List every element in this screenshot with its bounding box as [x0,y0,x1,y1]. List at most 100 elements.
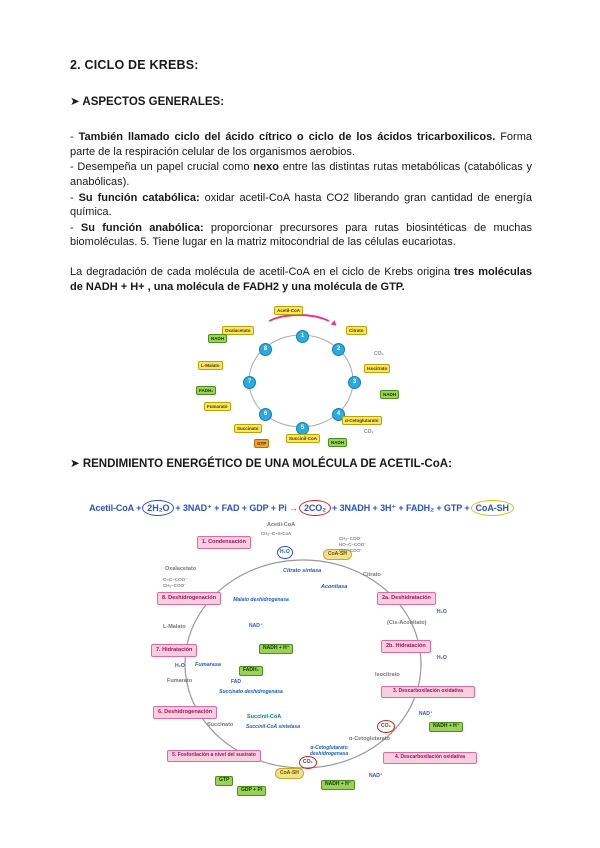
text-run: oxidar acetil-CoA hasta CO2 liberando gr… [70,191,532,219]
succinato-deshidrogenasa: Succinato deshidrogenasa [219,689,283,696]
step-5-fosforilacion: 5. Fosforilación a nivel del sustrato [167,750,261,762]
text-run: También llamado ciclo del ácido cítrico … [78,131,496,143]
mini-nadh-1: NADH [208,334,227,344]
section-heading-aspectos-generales: ➤ ASPECTOS GENERALES: [70,96,225,108]
isocitrato-label: Isocitrato [375,672,400,679]
text-run: - [70,221,81,234]
text-run: Su función catabólica: [78,191,200,204]
text-run: La degradación de cada molécula de aceti… [70,266,455,278]
text-run: - [70,191,79,204]
mini-co2-1: CO₂ [374,351,384,358]
step-6-deshidrogenacion: 6. Deshidrogenación [153,706,218,719]
step-2a-deshidratacion: 2a. Deshidratación [377,592,436,605]
text-run: Su función anabólica: [80,221,204,234]
paragraph: - También llamado ciclo del ácido cítric… [70,130,532,159]
step-7-hidratacion: 7. Hidratación [151,644,198,657]
mini-acetil-coa: Acetil-CoA [274,306,304,316]
acetyl-entry-arrow-icon [262,314,336,344]
paragraph: - Su función anabólica: proporcionar pre… [70,221,532,250]
gdp-pi-step5: GDP + Pi [237,786,267,796]
mini-step-dot-5: 5 [296,422,309,436]
mini-step-dot-6: 6 [259,408,272,422]
nadh-step8: NADH + H⁺ [259,644,294,654]
paragraph: - Su función catabólica: oxidar acetil-C… [70,191,532,220]
mini-gtp: GTP [254,439,270,449]
gtp-step5: GTP [215,776,234,786]
oxalacetato-label: Oxalacetato [165,566,197,573]
step-4-descarboxilacion: 4. Descarboxilación oxidativa [383,752,477,764]
coa-sh-step4: CoA-SH [275,768,304,779]
mini-l-malato: L-Malato [198,361,223,371]
mini-step-dot-2: 2 [332,343,345,357]
mini-isocitrato: Isocitrato [364,364,391,374]
mini-co2-2: CO₂ [364,429,374,436]
mini-step-dot-7: 7 [243,376,256,390]
page-content: 2. CICLO DE KREBS: ➤ ASPECTOS GENERALES:… [70,58,532,802]
text-run: - [70,131,79,143]
equation-term: + 3NADH + 3H⁺ + FADH₂ + GTP + [332,503,470,514]
citrato-label: Citrato [363,572,381,579]
mini-succinato: Succinato [234,424,262,434]
equation-term: + 3NAD⁺ + FAD + GDP + Pi → [175,503,298,514]
equation-term: 2CO₂ [298,500,332,517]
equation-term: CoA-SH [470,500,514,517]
alfa-kg-deshidrogenasa: α-Cetoglutarato deshidrogenasa [309,745,349,757]
energy-equation: Acetil-CoA + 2H₂O + 3NAD⁺ + FAD + GDP + … [70,500,532,517]
nad-step3: NAD⁺ [419,711,433,718]
section-heading-rendimiento: ➤ RENDIMIENTO ENERGÉTICO DE UNA MOLÉCULA… [70,458,452,471]
oxalacetato-structure: O=C–COO⁻ CH₂–COO⁻ [163,577,188,589]
step-8-deshidrogenacion: 8. Deshidrogenación [157,592,222,605]
equation-term: 2H₂O [142,500,175,517]
mini-cetoglutarato: α-Cetoglutarato [342,416,382,426]
mini-step-dot-3: 3 [348,376,361,390]
mini-step-dot-4: 4 [332,408,345,422]
mini-oxalacetato: Oxalacetato [222,326,254,336]
succinil-coa-sintetasa: Succinil-CoA sintetasa [246,724,300,731]
text-run: Forma parte de la respiración celular de… [70,131,532,158]
h2o-step2b: H₂O [437,655,447,662]
co2-step3: CO₂ [377,720,395,733]
general-paragraphs: - También llamado ciclo del ácido cítric… [70,130,532,250]
fumarato-label: Fumarato [167,678,193,685]
aconitasa: Aconitasa [321,584,348,591]
text-run: entre las distintas rutas metabólicas (c… [70,161,532,188]
fumarasa: Fumarasa [195,662,221,669]
text-run: proporcionar precursores para rutas bios… [70,221,532,249]
mini-nadh-2: NADH [380,390,399,400]
step-1-condensacion: 1. Condensación [197,536,252,549]
malato-deshidrogenasa: Malato deshidrogenasa [233,597,289,604]
fad-step6: FAD [231,679,241,686]
cis-aconitato-label: (Cis-Aconitato) [387,620,427,627]
nadh-step3: NADH + H⁺ [429,722,464,732]
acetil-coa-structure: CH₃–C~S-CoA [261,531,291,537]
coa-sh-step1: CoA-SH [323,549,352,560]
mini-step-dot-8: 8 [259,343,272,357]
mini-fadh2: FADH₂ [196,386,217,396]
citrato-sintasa: Citrato sintasa [283,568,322,575]
nad-step4: NAD⁺ [369,773,383,780]
l-malato-label: L-Malato [163,624,186,631]
nad-step8: NAD⁺ [249,623,263,630]
fadh2-step6: FADH₂ [239,666,263,676]
mini-succinil-coa: Succinil-CoA [286,434,321,444]
closing-paragraph: La degradación de cada molécula de aceti… [70,265,532,294]
mini-citrato: Citrato [346,326,367,336]
citrato-structure: CH₂–COO⁻ HO–C–COO⁻ CH₂–COO⁻ [339,536,367,553]
succinato-label: Succinato [207,722,234,729]
step-3-descarboxilacion: 3. Descarboxilación oxidativa [381,686,475,698]
acetil-coa-label: Acetil-CoA [267,522,296,529]
co2-step4: CO₂ [299,756,317,769]
equation-term: Acetil-CoA + [89,503,142,514]
text-run: tres moléculas de NADH + H+ , una molécu… [70,266,532,293]
h2o-step7: H₂O [175,663,185,670]
text-run: nexo [253,161,279,174]
mini-nadh-3: NADH [328,438,347,448]
nadh-step4: NADH + H⁺ [321,780,356,790]
mini-fumarato: Fumarato [204,402,231,412]
text-run: - Desempeña un papel crucial como [70,161,254,174]
mini-step-dot-1: 1 [296,330,309,344]
h2o-step1: H₂O [277,546,293,559]
